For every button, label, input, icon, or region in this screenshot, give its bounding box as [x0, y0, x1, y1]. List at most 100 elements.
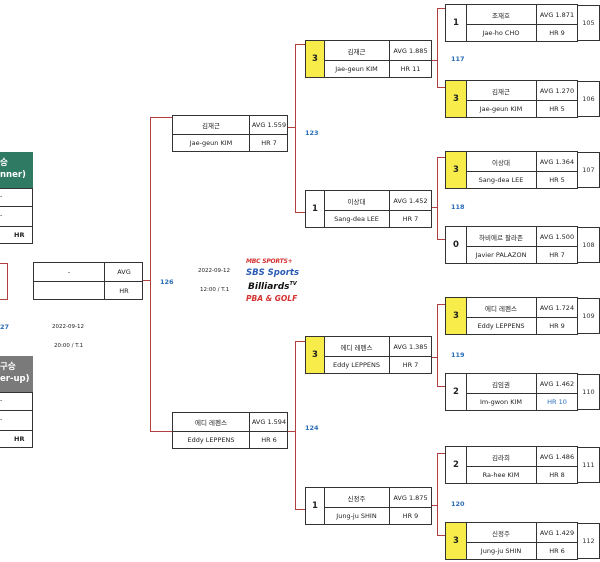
semi-124-name: 에디 레펜스 — [195, 419, 227, 427]
round16-106-name: 김재근 — [492, 87, 510, 96]
round16-111-card[interactable]: 2 김라희 Ra-hee KIM AVG 1.486 HR 8 — [445, 446, 578, 484]
winner-row-1: - — [0, 192, 3, 200]
quarter-118-name: 이상대 — [347, 197, 366, 206]
winner-hr: HR — [14, 231, 25, 239]
round16-109-number: 109 — [578, 298, 600, 334]
quarter-117-number: 117 — [451, 55, 465, 63]
round16-109-score: 3 — [446, 298, 467, 334]
round16-105-number: 105 — [578, 5, 600, 41]
quarter-118-number: 118 — [451, 203, 465, 211]
round16-106-avg: AVG 1.270 — [539, 86, 575, 95]
quarter-117-name: 김재근 — [347, 47, 366, 56]
final-time: 20:00 / T.1 — [54, 343, 84, 349]
quarter-118-en: Sang-dea LEE — [334, 214, 379, 223]
quarter-120-en: Jung-ju SHIN — [336, 511, 377, 520]
winner-header: 승 nner) — [0, 152, 33, 188]
round16-107-en: Sang-dea LEE — [478, 175, 524, 184]
match-126-time: 12:00 / T.1 — [200, 287, 230, 293]
quarter-119-number: 119 — [451, 351, 465, 359]
match-126-avg: AVG — [117, 268, 131, 276]
semi-124-card[interactable]: 에디 레펜스 Eddy LEPPENS AVG 1.594 HR 6 — [172, 412, 288, 449]
round16-107-number: 107 — [578, 152, 600, 188]
runner-up-title: 구승 — [0, 362, 16, 372]
round16-112-score: 3 — [446, 523, 467, 559]
round16-105-avg: AVG 1.871 — [539, 10, 575, 19]
round16-112-name: 신정주 — [492, 529, 510, 538]
semi-124-avg: AVG 1.594 — [251, 418, 287, 426]
round16-107-avg: AVG 1.364 — [539, 157, 575, 166]
winner-row-2: - — [0, 211, 3, 219]
round16-111-name: 김라희 — [492, 453, 510, 462]
match-126-date: 2022-09-12 — [198, 268, 230, 274]
round16-108-avg: AVG 1.500 — [539, 232, 575, 241]
round16-107-hr: HR 5 — [549, 175, 565, 184]
billiards-tv-logo: BilliardsTV — [248, 281, 297, 292]
round16-105-name: 조재호 — [492, 11, 510, 20]
quarter-118-hr: HR 7 — [402, 214, 419, 223]
round16-112-hr: HR 6 — [549, 546, 565, 555]
round16-112-card[interactable]: 3 신정주 Jung-ju SHIN AVG 1.429 HR 6 — [445, 522, 578, 560]
round16-110-en: Im-gwon KIM — [480, 397, 522, 406]
quarter-118-score: 1 — [306, 191, 325, 227]
quarter-119-avg: AVG 1.385 — [393, 342, 428, 351]
round16-111-number: 111 — [578, 447, 600, 483]
quarter-119-en: Eddy LEPPENS — [333, 360, 380, 369]
round16-111-hr: HR 8 — [549, 470, 565, 479]
semi-123-avg: AVG 1.559 — [251, 121, 287, 129]
semi-123-hr: HR 7 — [261, 139, 277, 147]
final-date: 2022-09-12 — [52, 324, 84, 330]
round16-107-name: 이상대 — [492, 158, 510, 167]
pba-golf-logo: PBA & GOLF — [246, 294, 298, 303]
runner-up-box: - - HR — [0, 392, 33, 448]
winner-title: 승 — [0, 158, 8, 168]
quarter-117-hr: HR 11 — [400, 64, 421, 73]
winner-subtitle: nner) — [0, 170, 26, 180]
quarter-117-avg: AVG 1.885 — [393, 46, 428, 55]
quarter-117-card[interactable]: 3 김재근 Jae-geun KIM AVG 1.885 HR 11 — [305, 40, 432, 78]
quarter-118-card[interactable]: 1 이상대 Sang-dea LEE AVG 1.452 HR 7 — [305, 190, 432, 228]
round16-106-en: Jae-geun KIM — [479, 104, 523, 113]
quarter-117-score: 3 — [306, 41, 325, 77]
semi-124-number: 124 — [305, 424, 319, 432]
round16-105-en: Jae-ho CHO — [482, 28, 520, 37]
quarter-118-avg: AVG 1.452 — [393, 196, 428, 205]
round16-111-avg: AVG 1.486 — [539, 452, 575, 461]
round16-109-en: Eddy LEPPENS — [477, 321, 525, 330]
quarter-119-name: 에디 레펜스 — [340, 343, 373, 352]
round16-107-score: 3 — [446, 152, 467, 188]
quarter-120-score: 1 — [306, 488, 325, 524]
round16-108-score: 0 — [446, 227, 467, 263]
quarter-120-hr: HR 9 — [402, 511, 419, 520]
round16-110-hr: HR 10 — [547, 397, 567, 406]
final-match-number: 27 — [0, 323, 10, 331]
round16-109-name: 에디 레펜스 — [485, 304, 517, 313]
match-126-card[interactable]: - AVG HR — [33, 262, 143, 300]
winner-box: - - HR — [0, 188, 33, 244]
semi-123-name: 김재근 — [202, 122, 220, 130]
round16-107-card[interactable]: 3 이상대 Sang-dea LEE AVG 1.364 HR 5 — [445, 151, 578, 189]
round16-111-en: Ra-hee KIM — [482, 470, 520, 479]
runner-up-header: 구승 er-up) — [0, 356, 33, 392]
round16-112-number: 112 — [578, 523, 600, 559]
quarter-120-avg: AVG 1.875 — [393, 493, 428, 502]
round16-106-score: 3 — [446, 81, 467, 117]
runner-up-row-2: - — [0, 415, 3, 423]
match-126-hr: HR — [119, 287, 129, 295]
round16-105-score: 1 — [446, 5, 467, 41]
round16-111-score: 2 — [446, 447, 467, 483]
round16-112-en: Jung-ju SHIN — [480, 546, 522, 555]
semi-123-card[interactable]: 김재근 Jae-geun KIM AVG 1.559 HR 7 — [172, 115, 288, 152]
quarter-119-hr: HR 7 — [402, 360, 419, 369]
round16-108-hr: HR 7 — [549, 250, 565, 259]
quarter-117-en: Jae-geun KIM — [335, 64, 378, 73]
quarter-120-number: 120 — [451, 500, 465, 508]
runner-up-subtitle: er-up) — [0, 374, 30, 384]
round16-112-avg: AVG 1.429 — [539, 528, 575, 537]
